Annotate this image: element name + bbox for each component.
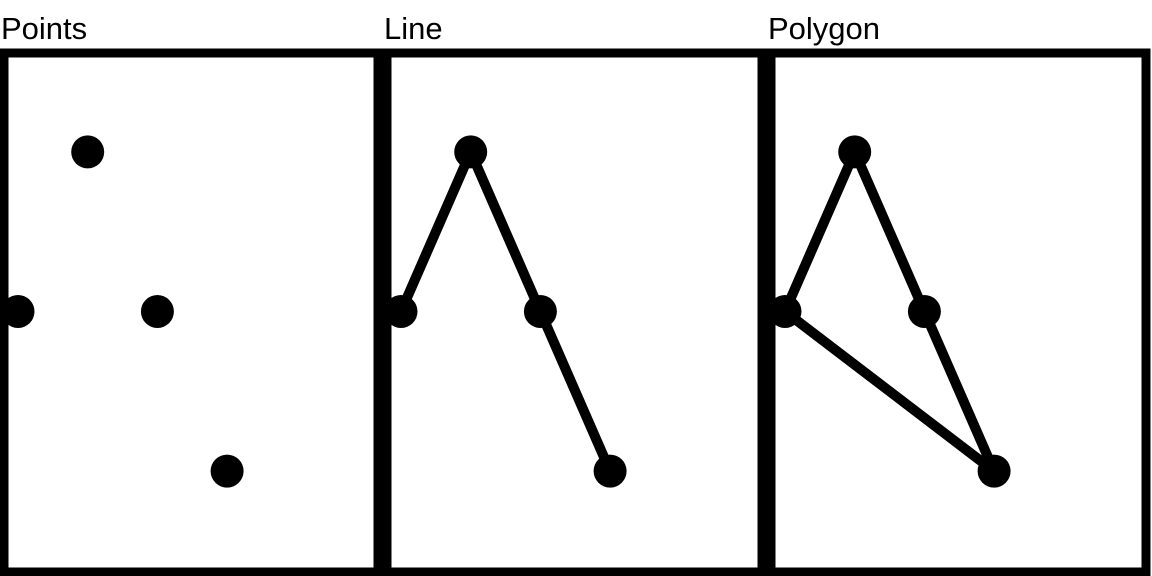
panel-title: Polygon <box>768 11 880 46</box>
vertex-point-1 <box>768 295 802 328</box>
panel-title: Points <box>1 11 87 46</box>
vertex-point-3 <box>523 295 557 328</box>
panel-frame <box>382 48 767 576</box>
vertex-point-4 <box>210 454 244 488</box>
vertex-point-1 <box>71 135 105 169</box>
vertex-point-2 <box>454 135 488 169</box>
line-path <box>396 146 616 477</box>
panel-geometry <box>1 135 244 488</box>
panel-polygon: Polygon <box>766 11 1151 576</box>
panel-frame <box>0 48 383 576</box>
vertex-point-2 <box>838 135 872 169</box>
vertex-point-1 <box>384 295 418 328</box>
panel-line: Line <box>382 11 767 576</box>
vertex-point-2 <box>1 295 35 328</box>
vertex-point-4 <box>593 454 627 488</box>
panel-geometry <box>768 135 1011 488</box>
vertex-point-3 <box>907 295 941 328</box>
panel-points: Points <box>0 11 383 576</box>
vertex-point-4 <box>977 454 1011 488</box>
vertex-point-3 <box>140 295 174 328</box>
panel-title: Line <box>384 11 443 46</box>
panel-frame <box>766 48 1151 576</box>
panel-geometry <box>384 135 627 488</box>
